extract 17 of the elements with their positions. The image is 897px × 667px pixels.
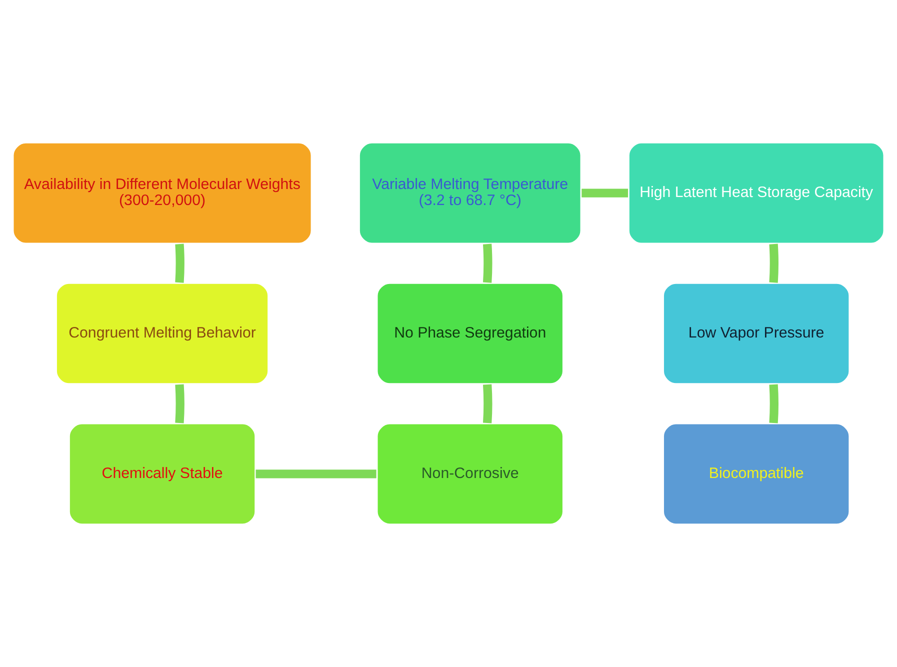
connector xyxy=(482,244,492,283)
connector xyxy=(175,384,184,424)
node-box: Congruent Melting Behavior xyxy=(54,282,270,386)
node-box: No Phase Segregation xyxy=(376,282,565,386)
connector xyxy=(175,244,184,283)
connector xyxy=(256,470,376,478)
node-box: Non-Corrosive xyxy=(376,422,565,526)
node-box: Chemically Stable xyxy=(68,422,257,526)
connector xyxy=(482,384,492,424)
node-box: Availability in Different Molecular Weights (300-20,000) xyxy=(12,141,313,245)
connector xyxy=(582,188,628,198)
node-box: Variable Melting Temperature (3.2 to 68.7 °C) xyxy=(358,141,582,245)
node-box: High Latent Heat Storage Capacity xyxy=(627,141,886,245)
node-box: Low Vapor Pressure xyxy=(662,282,851,386)
connector xyxy=(769,244,778,283)
connector xyxy=(769,384,778,424)
node-box: Biocompatible xyxy=(662,422,851,526)
